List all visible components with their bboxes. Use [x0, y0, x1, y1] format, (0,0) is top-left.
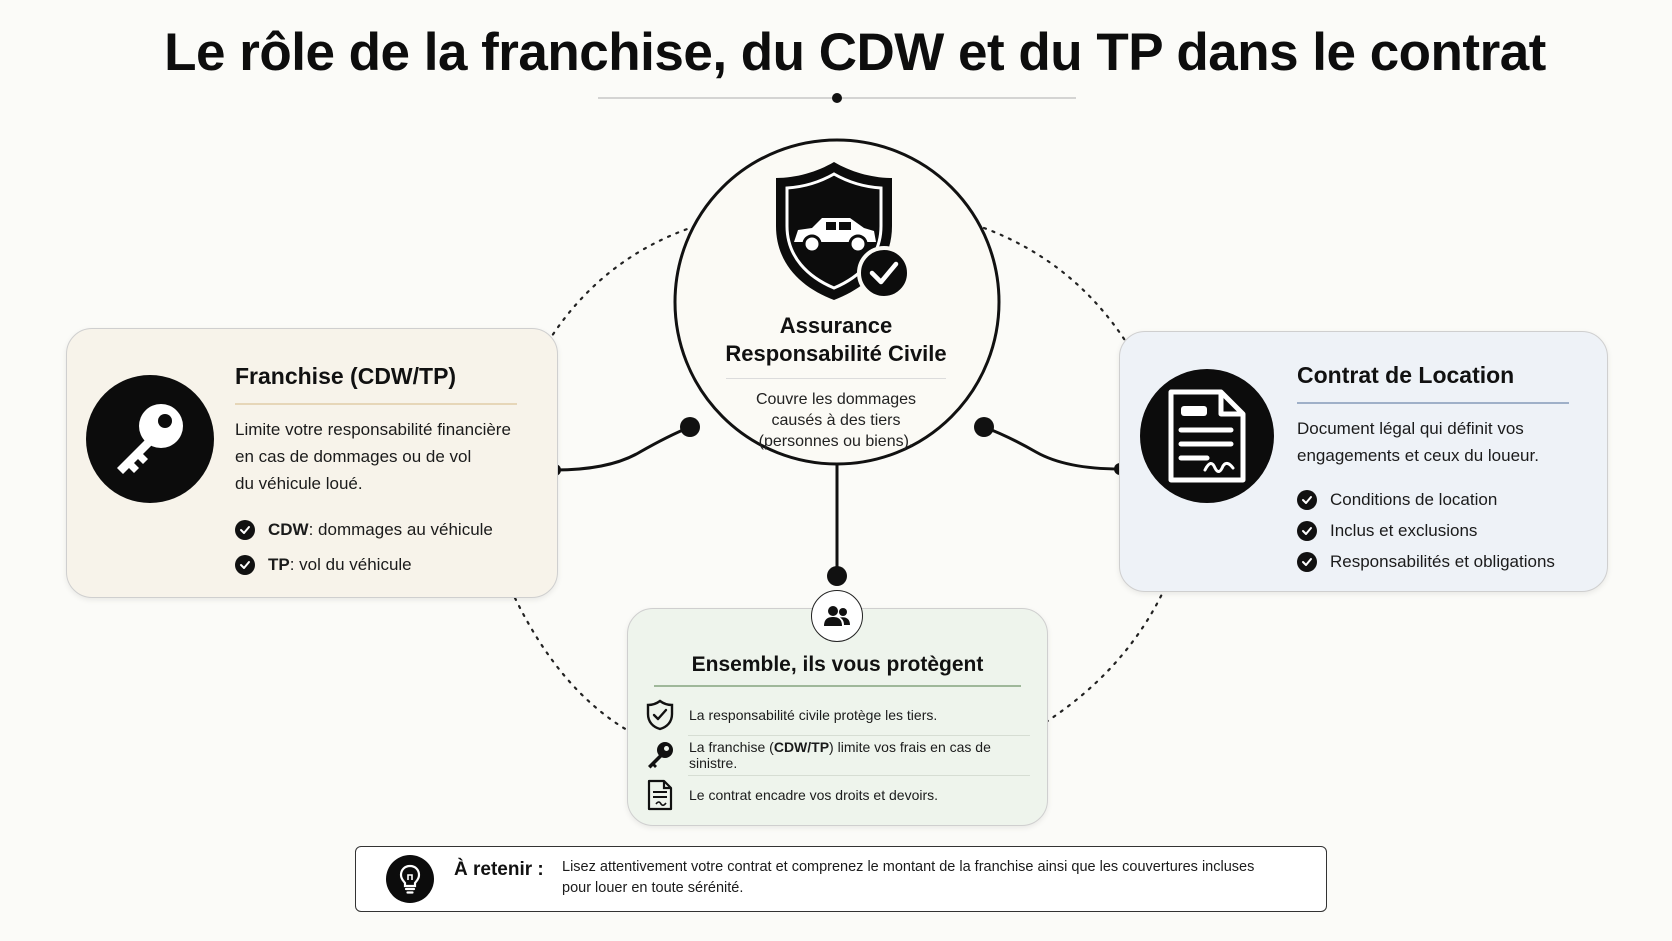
center-desc-line3: (personnes ou biens). — [758, 433, 914, 450]
ensemble-card: Ensemble, ils vous protègent La responsa… — [627, 608, 1048, 826]
ensemble-row-franchise: La franchise (CDW/TP) limite vos frais e… — [643, 735, 1033, 775]
key-takeaway-note: À retenir : Lisez attentivement votre co… — [355, 846, 1327, 912]
note-text: Lisez attentivement votre contrat et com… — [562, 859, 1255, 896]
check-icon — [235, 519, 255, 540]
contract-card-text: Document légal qui définit vos engagemen… — [1297, 419, 1539, 465]
franchise-card: Franchise (CDW/TP) Limite votre responsa… — [66, 328, 558, 598]
ensemble-separator — [688, 735, 1030, 736]
check-icon — [235, 554, 255, 575]
franchise-card-rule — [235, 403, 517, 405]
center-desc-line2: causés à des tiers — [771, 412, 901, 429]
connector-left — [554, 425, 691, 472]
contract-card-title: Contrat de Location — [1297, 362, 1515, 388]
ensemble-row-liability: La responsabilité civile protège les tie… — [643, 695, 1033, 735]
franchise-card-text: Limite votre responsabilité financière e… — [235, 420, 511, 493]
check-icon — [1297, 489, 1317, 510]
list-item: Conditions de location — [1297, 484, 1555, 515]
dotted-arc-bottom-left — [513, 596, 629, 732]
ensemble-card-rule — [654, 685, 1021, 687]
connector-right — [983, 425, 1121, 471]
key-icon — [86, 375, 214, 503]
ensemble-row-contract: Le contrat encadre vos droits et devoirs… — [643, 775, 1033, 815]
lightbulb-icon — [386, 855, 434, 903]
list-item: Responsabilités et obligations — [1297, 546, 1555, 577]
dotted-arc-top-left — [546, 226, 692, 344]
contract-check-list: Conditions de location Inclus et exclusi… — [1297, 484, 1555, 577]
check-icon — [1297, 551, 1317, 572]
shield-check-icon — [643, 698, 677, 732]
center-divider — [726, 378, 946, 379]
title-divider-dot — [832, 93, 842, 103]
note-label: À retenir : — [454, 859, 544, 880]
franchise-check-list: CDW : dommages au véhicule TP : vol du v… — [235, 512, 493, 582]
franchise-card-title: Franchise (CDW/TP) — [235, 363, 457, 389]
shield-car-check-icon — [772, 160, 911, 302]
center-title-line1: Assurance — [779, 313, 893, 338]
ensemble-card-title: Ensemble, ils vous protègent — [691, 653, 984, 676]
list-item: Inclus et exclusions — [1297, 515, 1555, 546]
dotted-arc-top-right — [982, 226, 1130, 347]
center-desc-line1: Couvre les dommages — [755, 391, 917, 408]
key-icon — [643, 738, 677, 772]
center-title-line2: Responsabilité Civile — [725, 341, 947, 366]
people-icon — [811, 590, 863, 642]
check-icon — [1297, 520, 1317, 541]
list-item: CDW : dommages au véhicule — [235, 512, 493, 547]
ensemble-separator — [688, 775, 1030, 776]
dotted-arc-bottom-right — [1044, 590, 1165, 724]
contract-card: Contrat de Location Document légal qui d… — [1119, 331, 1608, 592]
document-icon — [643, 778, 677, 812]
contract-card-rule — [1297, 402, 1569, 404]
center-text-block: Assurance Responsabilité Civile Couvre l… — [700, 312, 972, 452]
list-item: TP : vol du véhicule — [235, 547, 493, 582]
contract-document-icon — [1140, 369, 1274, 503]
page-title: Le rôle de la franchise, du CDW et du TP… — [164, 23, 1546, 82]
